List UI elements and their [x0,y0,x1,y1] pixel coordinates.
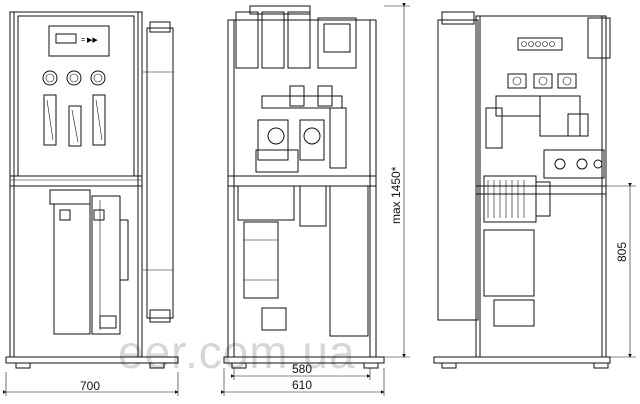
pump-motor [483,175,551,223]
controller-box [48,25,110,57]
membrane-housing [146,27,174,319]
front-view: = ▶▶ [5,11,179,369]
control-cabinet [317,17,357,69]
filter-housings [49,189,129,335]
controller-display [55,33,77,44]
base-frame [5,356,179,364]
watermark-text: eer.com.ua [118,326,356,378]
dim-front-width: 700 [80,379,100,393]
dim-max-height: max 1450* [389,166,403,224]
membrane-vessels [235,5,311,69]
flowmeters [43,94,106,147]
display-marks: = ▶▶ [81,37,98,44]
lower-components [237,185,369,337]
dim-side-inner: 580 [292,362,312,376]
rear-view [433,11,611,369]
piping [255,85,347,173]
side-view [223,5,385,369]
dim-side-outer: 610 [292,378,312,392]
pressure-gauges [42,70,106,86]
rear-valves [507,73,577,89]
dimension-lines [3,3,636,396]
dim-frame-height: 805 [615,242,629,262]
dimension-labels: 700 580 610 max 1450* 805 [80,166,629,393]
